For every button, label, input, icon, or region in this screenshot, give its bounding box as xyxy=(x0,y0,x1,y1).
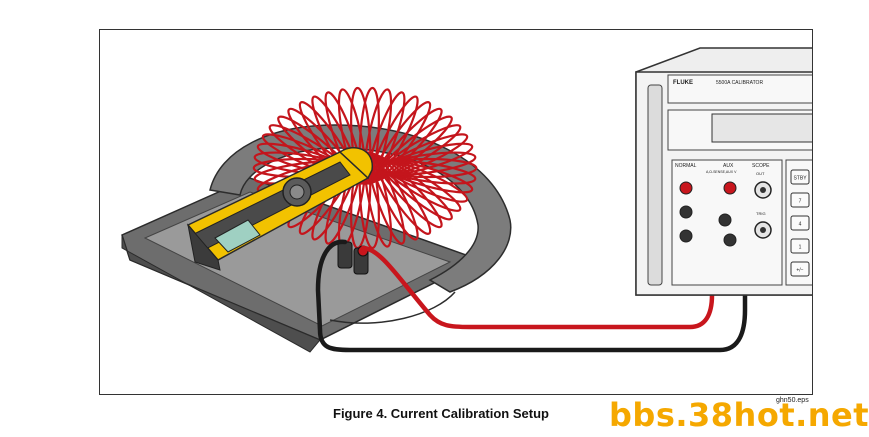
file-label: ghn50.eps xyxy=(776,397,809,404)
keypad-key xyxy=(790,261,810,277)
model-label: 5500A CALIBRATOR xyxy=(716,80,763,86)
aux-sub-label: A,Ω-SENSE,AUX V xyxy=(706,170,737,174)
keypad-key-label: 7 xyxy=(799,199,802,205)
coil-winding xyxy=(373,107,443,182)
keypad-key-label: 4 xyxy=(799,222,802,228)
coil-winding xyxy=(378,142,474,177)
normal-label: NORMAL xyxy=(675,163,697,169)
fluke-logo: FLUKE xyxy=(673,80,693,86)
figure-frame: FLUKE 5500A CALIBRATOR NORMAL AUX A,Ω-SE… xyxy=(99,29,813,395)
calibration-setup-illustration: FLUKE 5500A CALIBRATOR NORMAL AUX A,Ω-SE… xyxy=(121,47,812,353)
keypad-key-label: +/− xyxy=(796,268,803,274)
keypad-key xyxy=(790,238,810,254)
calibrator-keypad: STBY 7 4 1 +/− xyxy=(790,169,810,277)
coil-winding xyxy=(369,95,419,184)
trig-label: TRIG xyxy=(756,211,766,216)
scope-label: SCOPE xyxy=(752,163,770,169)
coil-winding xyxy=(376,124,462,179)
coil-winding xyxy=(379,151,477,176)
keypad-key-label: STBY xyxy=(793,176,807,182)
coil-winding xyxy=(366,91,406,185)
coil-winding xyxy=(358,86,380,185)
keypad-key xyxy=(790,215,810,231)
binding-posts xyxy=(679,181,772,247)
out-label: OUT xyxy=(756,171,765,176)
keypad-key xyxy=(790,169,810,185)
watermark: bbs.38hot.net xyxy=(609,396,869,434)
calibrator-instrument: FLUKE 5500A CALIBRATOR NORMAL AUX A,Ω-SE… xyxy=(635,47,812,296)
figure-caption: Figure 4. Current Calibration Setup xyxy=(333,406,549,421)
coil-winding xyxy=(377,133,469,178)
coil-winding xyxy=(363,88,393,185)
aux-label: AUX xyxy=(723,163,734,169)
keypad-key-label: 1 xyxy=(799,245,802,251)
lead-plugs xyxy=(337,241,369,275)
clamp-meter xyxy=(186,147,373,271)
keypad-key xyxy=(790,192,810,208)
